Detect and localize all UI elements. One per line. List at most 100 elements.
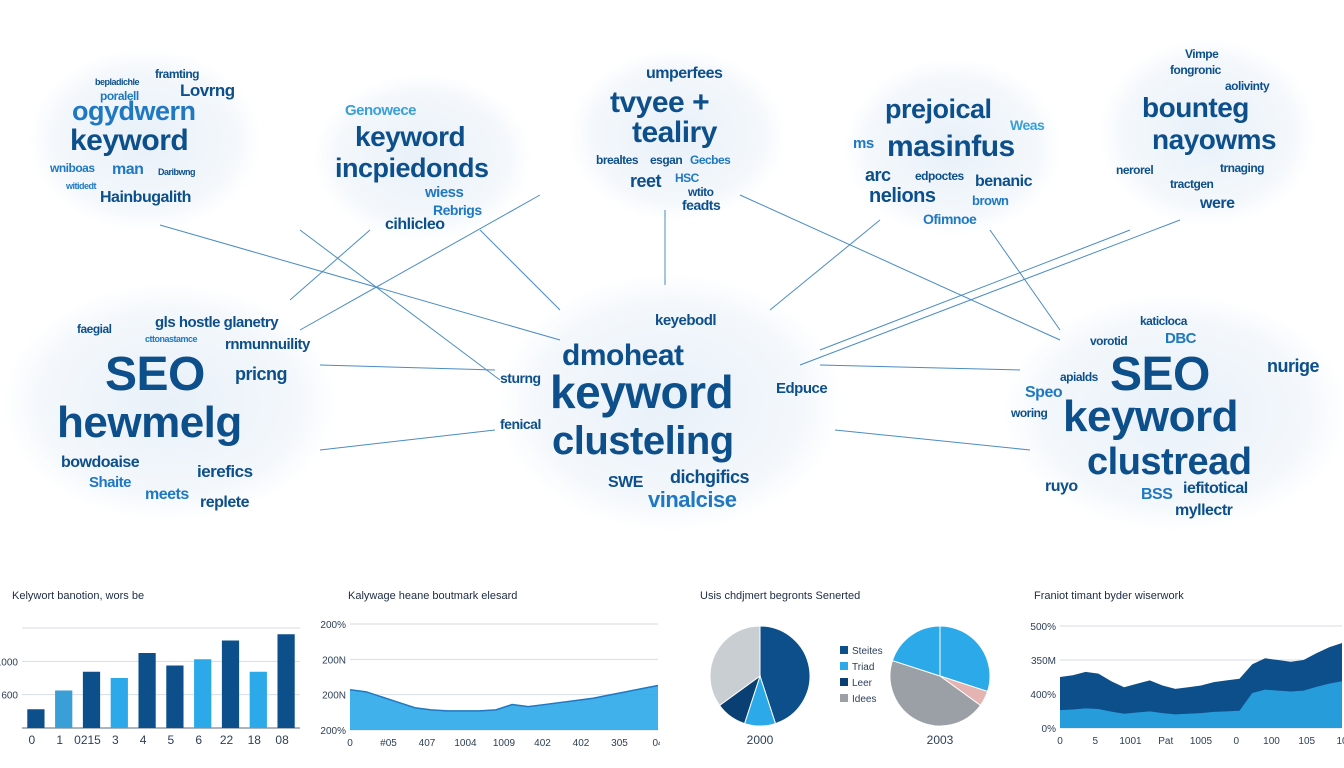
word-cloud-4: prejoical Weas ms masinfus arc edpoctes … (845, 60, 1060, 235)
word-cloud-3: umperfees tvyee + tealiry brealtes esgan… (570, 50, 785, 220)
cloud-word: cihlicleo (385, 216, 445, 233)
cloud-word: were (1200, 195, 1235, 212)
cloud-word: umperfees (646, 65, 723, 82)
cloud-word: ierefics (197, 462, 253, 481)
cloud-word: tractgen (1170, 177, 1214, 191)
cloud-word: woring (1011, 406, 1048, 420)
x-tick-label: 5 (1092, 736, 1098, 747)
x-tick-label: 402 (534, 738, 551, 749)
x-tick-label: 0 (1057, 736, 1063, 747)
cloud-word: poralell (100, 89, 139, 103)
cloud-word: clustread (1087, 441, 1252, 483)
cloud-word: man (112, 161, 144, 178)
bar (194, 659, 212, 728)
legend-swatch (840, 678, 848, 686)
y-tick-label: 200% (320, 620, 346, 631)
cloud-word: keyebodl (655, 312, 717, 329)
x-tick-label: 6 (195, 733, 202, 747)
word-cloud-5: Vimpe fongronic aolivinty bounteg nayowm… (1100, 40, 1315, 225)
bar (27, 709, 45, 728)
bar (249, 671, 267, 728)
connector-lines (159, 194, 1181, 451)
cloud-word: vinalcise (648, 487, 737, 512)
cloud-word: apialds (1060, 370, 1098, 384)
cloud-word: framting (155, 67, 200, 81)
x-tick-label: Pat (1158, 736, 1173, 747)
bar (277, 634, 295, 728)
cloud-word: keyword (70, 124, 189, 157)
legend-swatch (840, 646, 848, 654)
cloud-word: aolivinty (1225, 79, 1270, 93)
cloud-word: nayowms (1152, 124, 1277, 155)
cloud-word: vorotid (1090, 334, 1128, 348)
x-tick-label: 0215 (74, 733, 101, 747)
cloud-word: nerorel (1116, 163, 1154, 177)
y-tick-label: 400% (1030, 690, 1056, 701)
cloud-word: iefitotical (1183, 480, 1248, 497)
cloud-word: masinfus (887, 130, 1015, 163)
cloud-word: SEO (1110, 348, 1210, 401)
word-cloud-6: faegial gls hostle glanetry cttonastamce… (5, 285, 335, 520)
x-tick-label: 1 (56, 733, 63, 747)
area2-chart-title: Franiot timant byder wiserwork (1034, 590, 1184, 602)
cloud-word: wtito (688, 185, 714, 199)
cloud-word: replete (200, 494, 249, 511)
cloud-word: fenical (500, 416, 541, 432)
x-tick-label: 0 (1233, 736, 1239, 747)
x-tick-label: 1009 (493, 738, 516, 749)
cloud-word: Vimpe (1185, 47, 1219, 61)
area-chart-title: Kalywage heane boutmark elesard (348, 590, 518, 602)
cloud-word: HSC (675, 171, 699, 185)
pie-slice (709, 625, 761, 707)
x-tick-label: 10 (1336, 736, 1344, 747)
cloud-word: feadts (682, 197, 721, 213)
cloud-word: dichgifics (670, 467, 750, 487)
cloud-word: bounteg (1142, 92, 1249, 123)
legend-swatch (840, 694, 848, 702)
cloud-word: bepladichle (95, 77, 140, 87)
cloud-word: wniboas (50, 161, 95, 175)
y-tick-label: 600 (1, 691, 18, 702)
x-tick-label: 22 (220, 733, 234, 747)
pie-slice (889, 659, 982, 727)
legend-label: Idees (852, 694, 876, 705)
cloud-word: keyword (1063, 392, 1239, 441)
x-tick-label: 1001 (1119, 736, 1142, 747)
cloud-word: arc (865, 165, 891, 185)
bar (82, 671, 101, 728)
cloud-word: Rebrigs (433, 202, 482, 218)
bar (221, 640, 240, 728)
cloud-word: Shaite (89, 474, 132, 491)
cloud-word: edpoctes (915, 169, 964, 183)
area-line (349, 684, 659, 712)
cloud-word: incpiedonds (335, 153, 489, 183)
cloud-word: Genowece (345, 102, 417, 119)
cloud-word: fongronic (1170, 63, 1221, 77)
cloud-word: pricng (235, 364, 288, 384)
x-tick-label: #05 (380, 738, 397, 749)
x-tick-label: 04 (652, 738, 660, 749)
x-tick-label: 08 (275, 733, 289, 747)
x-tick-label: 407 (419, 738, 436, 749)
legend-label: Leer (852, 678, 873, 689)
y-tick-label: 0% (1042, 724, 1057, 735)
cloud-word: BSS (1141, 486, 1173, 503)
x-tick-label: 1004 (454, 738, 477, 749)
y-tick-label: 350M (1031, 656, 1056, 667)
cloud-word: rnmunnuility (225, 336, 310, 353)
cloud-word: wiess (425, 184, 464, 201)
cloud-word: prejoical (885, 94, 992, 124)
cloud-word: ms (853, 135, 874, 152)
cloud-word: cttonastamce (145, 334, 198, 344)
cloud-word: Ofimnoe (923, 211, 977, 227)
cloud-word: tvyee + (610, 86, 710, 119)
pie-slice (891, 625, 941, 677)
bar (138, 653, 156, 728)
legend-label: Steites (852, 646, 883, 657)
word-cloud-2: Genowece keyword incpiedonds wiess Rebri… (315, 75, 530, 240)
word-cloud-7: keyebodl dmoheat sturng keyword Edpuce c… (500, 275, 840, 530)
x-tick-label: 3 (112, 733, 119, 747)
x-tick-label: 4 (140, 733, 147, 747)
cloud-word: benanic (975, 173, 1032, 190)
